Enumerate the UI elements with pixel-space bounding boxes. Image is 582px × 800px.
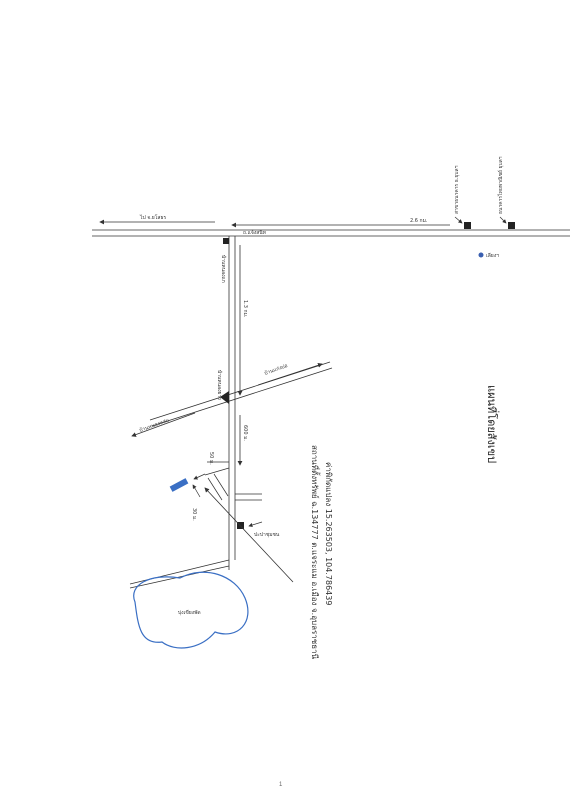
label-small-mark: เลียงฯ bbox=[486, 252, 499, 259]
arrow-cross-left bbox=[131, 412, 196, 437]
label-village-left: บ้านหนองหล่ม bbox=[138, 417, 170, 434]
label-office-two: ธนาคารไทยพาณิชย์ ยุบลฯ bbox=[497, 156, 504, 214]
label-distance-30: 30 ม. bbox=[191, 508, 197, 521]
cross-road bbox=[149, 361, 333, 427]
page-number: 1 bbox=[279, 782, 283, 788]
office-one-icon bbox=[464, 222, 471, 229]
arrow-property-1 bbox=[193, 473, 206, 480]
label-village-right: บ้านแก่งบ่อ bbox=[263, 362, 288, 377]
south-road bbox=[228, 236, 236, 570]
property-marker bbox=[169, 478, 189, 492]
arrow-cross-right bbox=[257, 362, 323, 386]
label-distance-600: 600 ม. bbox=[242, 425, 248, 441]
map-title: แผนที่โดยสังเขป bbox=[485, 385, 500, 463]
pond-outline bbox=[133, 571, 249, 649]
label-pond: บุ่งเขียงพัด bbox=[178, 609, 201, 616]
arrow-property-2 bbox=[192, 484, 201, 498]
crossroad-triangle-icon bbox=[220, 391, 229, 404]
small-circle-icon bbox=[478, 252, 484, 258]
label-village-junction: บ้านหนองแก bbox=[220, 255, 227, 283]
arrow-property-pointer bbox=[204, 487, 294, 583]
label-distance-50: 50 ม. bbox=[208, 452, 214, 465]
label-distance-east: 2.6 กม. bbox=[410, 218, 428, 224]
main-road bbox=[92, 229, 570, 237]
label-village-crossroad: บ้านหนองยาง bbox=[216, 370, 223, 400]
arrow-office-one bbox=[454, 216, 463, 224]
arrow-office-two bbox=[499, 216, 507, 224]
label-road-west: ไป จ.ยโสธร bbox=[139, 214, 167, 221]
arrow-target-place bbox=[248, 521, 263, 527]
label-target-place: ปะปาชุมชน bbox=[254, 532, 280, 538]
property-description: สถานที่ตั้งทรัพย์ ฉ.134777 ต.แจระแม อ.เม… bbox=[310, 445, 321, 660]
label-office-one: สาขาธนาคาร ธ.ยุบลฯ bbox=[454, 165, 460, 214]
property-coordinates: ค่าพิกัดแปลง 15.263503, 104.786439 bbox=[324, 462, 333, 605]
label-main-road: ถ.แจ้งสนิท bbox=[243, 229, 266, 236]
label-distance-south: 1.3 กม. bbox=[242, 300, 248, 318]
side-roads bbox=[204, 461, 262, 501]
office-two-icon bbox=[508, 222, 515, 229]
junction-landmark-icon bbox=[223, 238, 229, 244]
